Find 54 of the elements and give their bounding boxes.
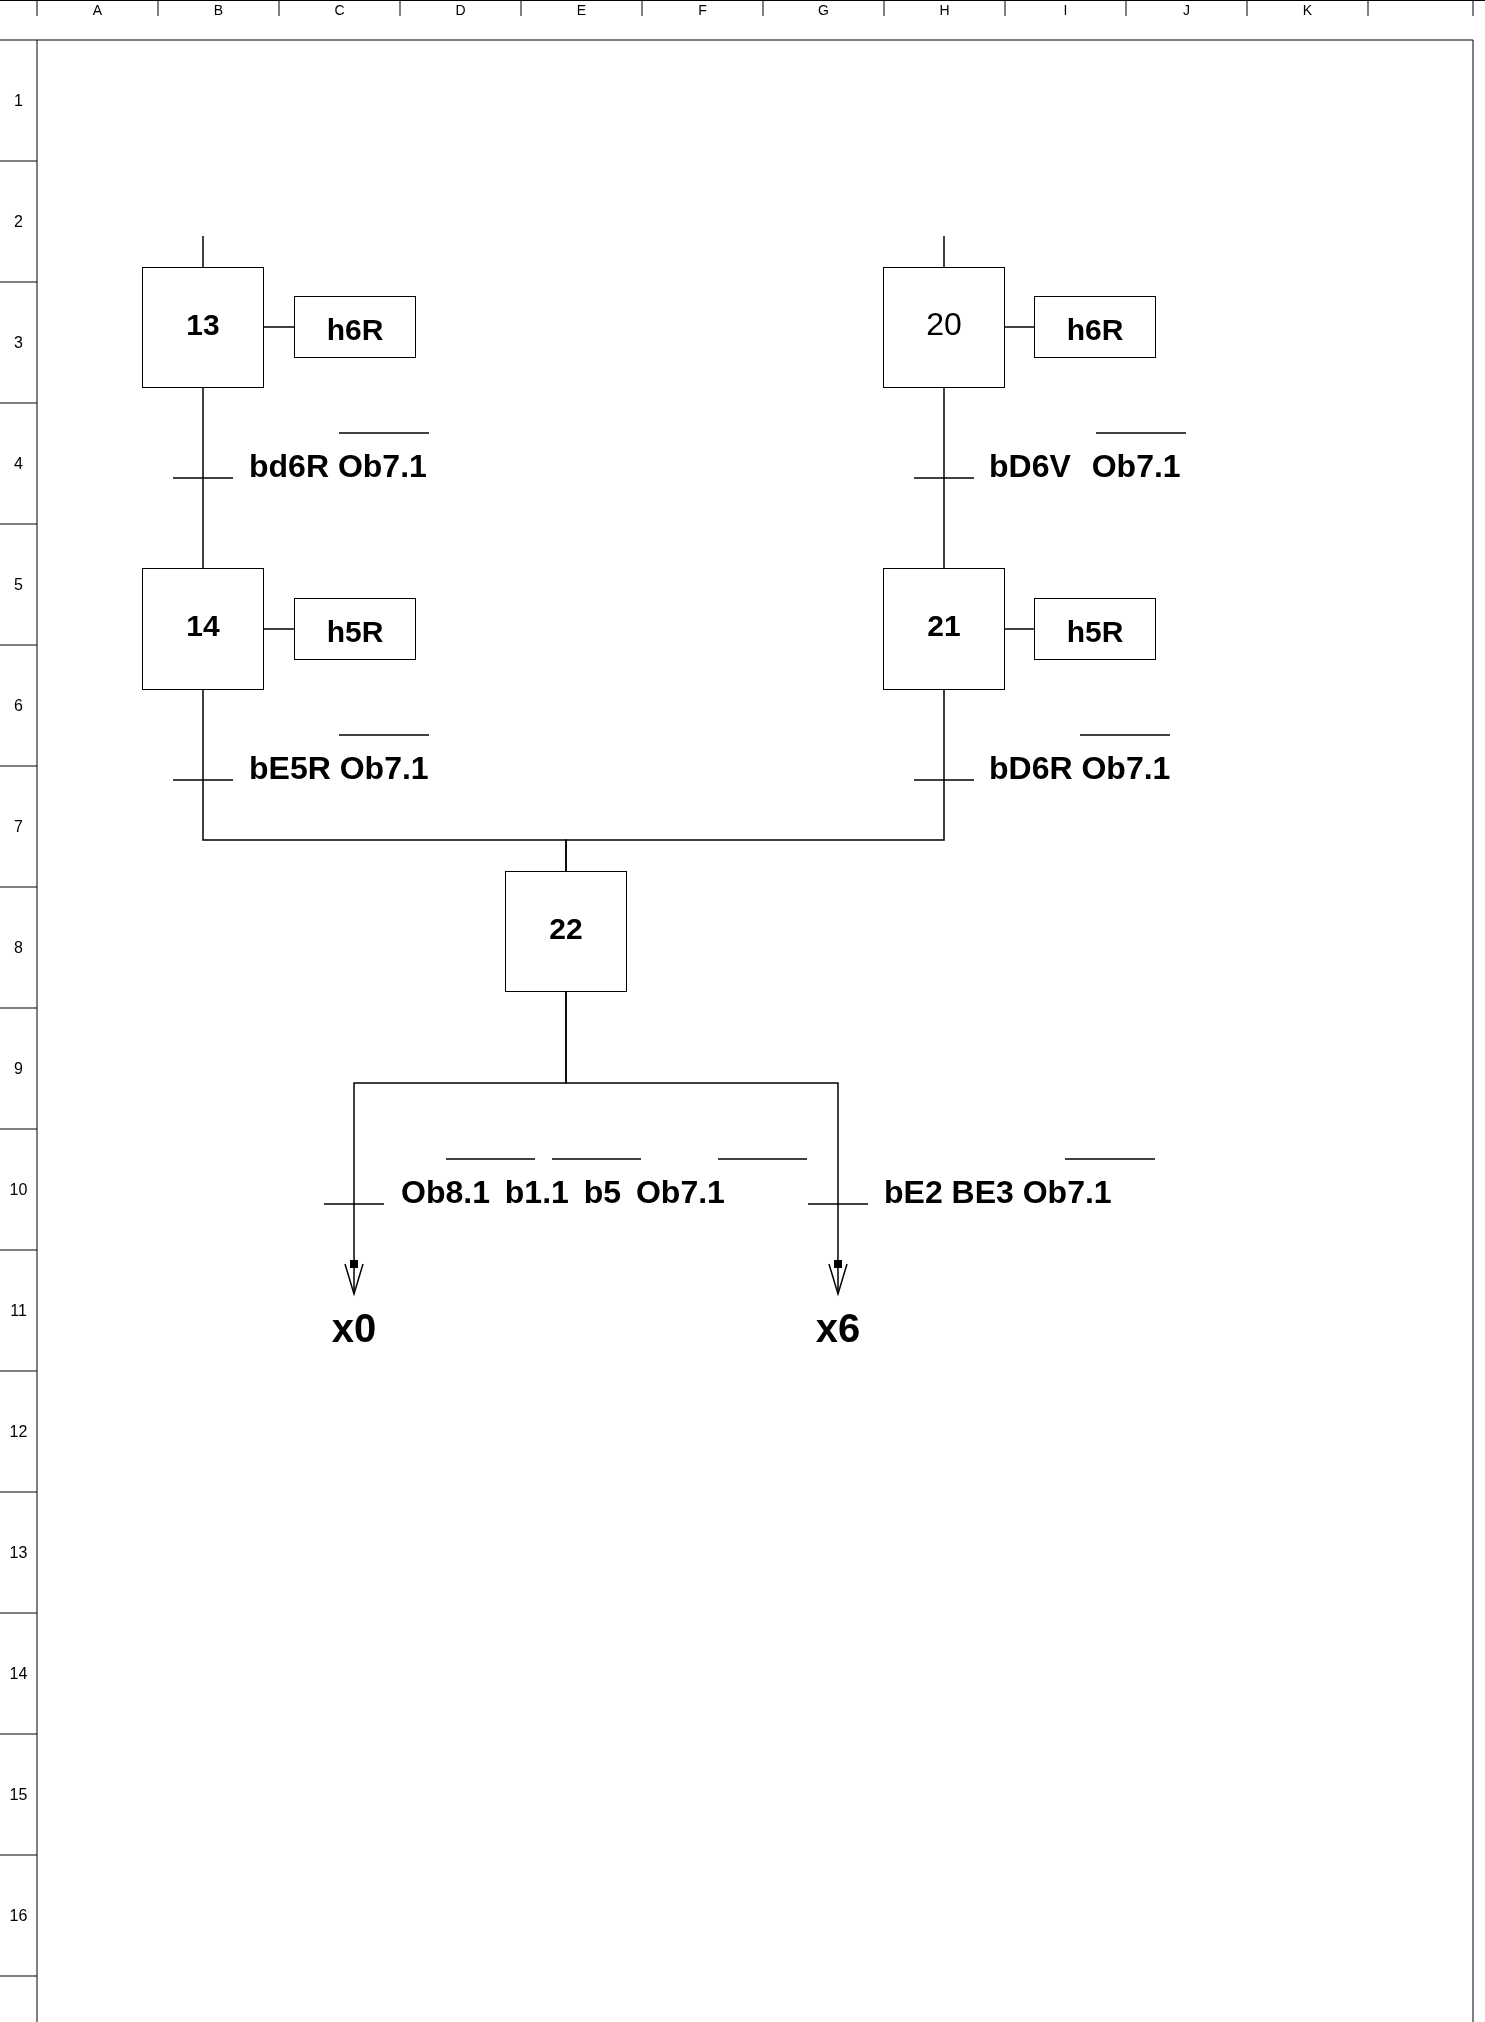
column-header: D	[454, 2, 467, 18]
row-header: 5	[13, 574, 24, 595]
row-header: 16	[8, 1905, 29, 1926]
row-header: 12	[8, 1421, 29, 1442]
column-header: G	[817, 2, 830, 18]
column-header: A	[91, 2, 104, 18]
column-header: J	[1182, 2, 1191, 18]
action-box: h6R	[1034, 296, 1156, 358]
connector-line	[943, 235, 945, 268]
column-header: H	[938, 2, 951, 18]
connector-line	[263, 628, 295, 630]
transition-condition: bE5R Ob7.1	[249, 750, 429, 786]
row-header: 9	[13, 1058, 24, 1079]
transition-condition: bD6R Ob7.1	[989, 750, 1171, 786]
row-header: 13	[8, 1542, 29, 1563]
step-box: 14	[142, 568, 264, 690]
row-header: 7	[13, 816, 24, 837]
transition-condition: bD6V Ob7.1	[989, 448, 1181, 484]
transition-condition: bd6R Ob7.1	[249, 448, 427, 484]
column-header: I	[1062, 2, 1069, 18]
action-box: h5R	[294, 598, 416, 660]
connector-line	[1004, 628, 1035, 630]
transition-condition: Ob8.1 b1.1 b5 Ob7.1	[401, 1174, 725, 1210]
row-header: 8	[13, 937, 24, 958]
column-header: C	[333, 2, 346, 18]
column-header: K	[1301, 2, 1314, 18]
step-box: 20	[883, 267, 1005, 388]
action-box: h5R	[1034, 598, 1156, 660]
row-header: 11	[9, 1300, 28, 1321]
connector-line	[263, 326, 295, 328]
step-reference: x6	[798, 1302, 878, 1354]
column-header: F	[697, 2, 708, 18]
step-box: 21	[883, 568, 1005, 690]
step-box: 22	[505, 871, 627, 992]
row-header: 14	[8, 1663, 29, 1684]
connector-line	[943, 387, 945, 569]
column-header: B	[212, 2, 225, 18]
row-header: 3	[13, 332, 24, 353]
step-reference: x0	[314, 1302, 394, 1354]
connector-line	[1004, 326, 1035, 328]
row-header: 4	[13, 453, 24, 474]
row-header: 10	[8, 1179, 29, 1200]
step-box: 13	[142, 267, 264, 388]
row-header: 15	[8, 1784, 29, 1805]
row-header: 6	[13, 695, 24, 716]
connector-line	[202, 387, 204, 569]
column-header: E	[575, 2, 588, 18]
row-header: 1	[13, 90, 24, 111]
action-box: h6R	[294, 296, 416, 358]
row-header: 2	[13, 211, 24, 232]
arrow	[565, 991, 848, 1295]
connector-line	[202, 235, 204, 268]
connector-line	[565, 689, 945, 872]
transition-condition: bE2 BE3 Ob7.1	[884, 1174, 1112, 1210]
